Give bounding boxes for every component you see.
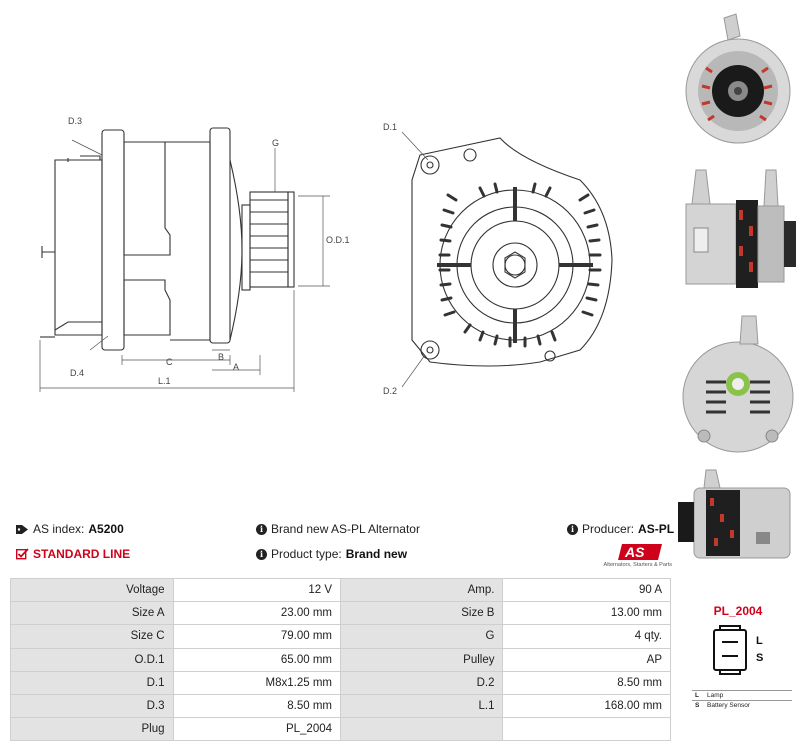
info-row-2: STANDARD LINE i Product type: Brand new: [16, 543, 671, 565]
plug-legend: L Lamp S Battery Sensor: [692, 690, 792, 711]
spec-key: Voltage: [10, 577, 174, 603]
spec-value: 65.00 mm: [172, 647, 342, 672]
plug-connector-icon: L S: [713, 625, 763, 675]
spec-value: 90 A: [502, 577, 671, 603]
producer-label: Producer:: [582, 522, 635, 536]
spec-value: 168.00 mm: [502, 693, 671, 719]
plug-code: PL_2004: [713, 604, 763, 618]
label-d4: D.4: [70, 368, 84, 378]
spec-value: 13.00 mm: [502, 601, 671, 626]
spec-value: 8.50 mm: [172, 693, 342, 719]
product-type-value: Brand new: [345, 547, 408, 561]
spec-value: 79.00 mm: [172, 624, 342, 649]
label-g: G: [272, 138, 279, 148]
photo-angle-view[interactable]: [676, 468, 800, 592]
spec-key: D.2: [340, 670, 504, 695]
as-logo: AS: [618, 544, 662, 560]
logo-tagline: Alternators, Starters & Parts: [603, 562, 672, 568]
as-index: AS index: A5200: [16, 522, 124, 536]
label-d3: D.3: [68, 116, 82, 126]
label-l1: L.1: [158, 376, 171, 386]
legend-desc: Lamp: [704, 690, 792, 701]
info-icon: i: [256, 548, 267, 560]
logo-text: AS: [624, 544, 645, 560]
spec-key: Amp.: [340, 577, 504, 603]
plug-pin-s: S: [756, 652, 763, 664]
label-d1: D.1: [383, 122, 397, 132]
label-d2: D.2: [383, 386, 397, 396]
legend-key: L: [692, 690, 704, 701]
spec-value: [502, 717, 671, 742]
technical-drawing: D.3 D.4 G O.D.1 B C A L.1 D.1 D.2: [39, 116, 613, 396]
spec-value: 4 qty.: [502, 624, 671, 649]
producer: i Producer: AS-PL: [567, 522, 674, 536]
spec-key: [340, 717, 504, 742]
standard-line-text: STANDARD LINE: [33, 547, 131, 561]
label-b: B: [218, 352, 224, 362]
spec-value: PL_2004: [172, 717, 342, 742]
spec-key: Size B: [340, 601, 504, 626]
spec-key: D.1: [10, 670, 174, 695]
product-type: i Product type: Brand new: [256, 547, 407, 561]
photo-rear-view[interactable]: [676, 312, 800, 467]
checkbox-icon: [16, 548, 29, 560]
info-row-1: AS index: A5200 i Brand new AS-PL Altern…: [16, 518, 674, 540]
spec-key: G: [340, 624, 504, 649]
spec-key: O.D.1: [10, 647, 174, 672]
tag-icon: [16, 524, 28, 534]
info-icon: i: [567, 523, 578, 535]
legend-desc: Battery Sensor: [704, 700, 792, 711]
info-icon: i: [256, 523, 267, 535]
photo-side-view[interactable]: [676, 166, 800, 306]
label-a: A: [233, 362, 239, 372]
as-index-label: AS index:: [33, 522, 85, 536]
as-index-value: A5200: [88, 522, 124, 536]
label-c: C: [166, 357, 173, 367]
legend-key: S: [692, 700, 704, 711]
standard-line: STANDARD LINE: [16, 547, 130, 561]
spec-value: M8x1.25 mm: [172, 670, 342, 695]
spec-value: 12 V: [172, 577, 342, 603]
plug-pin-l: L: [756, 635, 763, 647]
spec-key: Size C: [10, 624, 174, 649]
spec-key: Plug: [10, 717, 174, 742]
spec-value: 8.50 mm: [502, 670, 671, 695]
spec-key: Size A: [10, 601, 174, 626]
spec-key: Pulley: [340, 647, 504, 672]
description: i Brand new AS-PL Alternator: [256, 522, 420, 536]
spec-key: L.1: [340, 693, 504, 719]
producer-value: AS-PL: [638, 522, 675, 536]
legend-row: L Lamp: [692, 690, 792, 701]
photo-front-view[interactable]: [676, 6, 800, 166]
description-text: Brand new AS-PL Alternator: [271, 522, 420, 536]
label-od1: O.D.1: [326, 235, 350, 245]
spec-value: 23.00 mm: [172, 601, 342, 626]
spec-key: D.3: [10, 693, 174, 719]
spec-value: AP: [502, 647, 671, 672]
product-type-label: Product type:: [271, 547, 342, 561]
legend-row: S Battery Sensor: [692, 700, 792, 711]
